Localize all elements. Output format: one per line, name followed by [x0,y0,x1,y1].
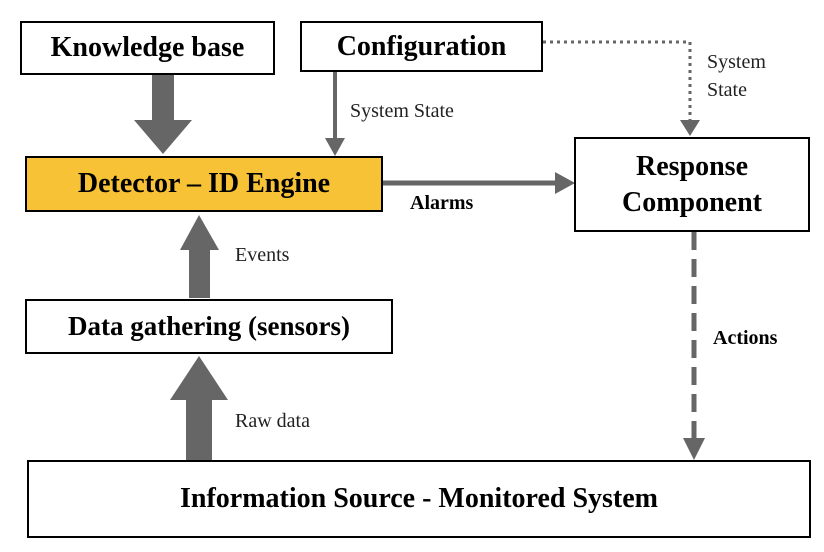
source-to-gathering-arrow [170,356,228,460]
system-state-label-left: System State [350,100,454,122]
detector-to-response-arrow [383,172,575,194]
kb-to-detector-arrow [134,75,192,154]
configuration-node: Configuration [300,21,543,72]
config-to-detector-arrow [325,72,345,156]
response-component-node: Response Component [574,137,810,232]
data-gathering-node: Data gathering (sensors) [25,299,393,354]
alarms-label: Alarms [410,192,474,214]
configuration-label: Configuration [336,30,507,62]
actions-label: Actions [713,327,778,349]
raw-data-label: Raw data [235,410,310,432]
detector-engine-node: Detector – ID Engine [25,156,383,212]
gathering-to-detector-arrow [180,215,219,298]
config-to-response-dotted-arrow [543,40,700,136]
system-state-label-right: System State [707,51,766,101]
knowledge-base-node: Knowledge base [20,21,275,75]
data-gathering-label: Data gathering (sensors) [68,311,350,341]
response-component-label: Response Component [621,150,762,218]
knowledge-base-label: Knowledge base [50,32,245,63]
response-to-source-dashed-arrow [683,232,705,460]
events-label: Events [235,244,290,266]
information-source-label: Information Source - Monitored System [179,483,659,514]
detector-engine-label: Detector – ID Engine [77,168,331,199]
information-source-node: Information Source - Monitored System [27,460,811,538]
